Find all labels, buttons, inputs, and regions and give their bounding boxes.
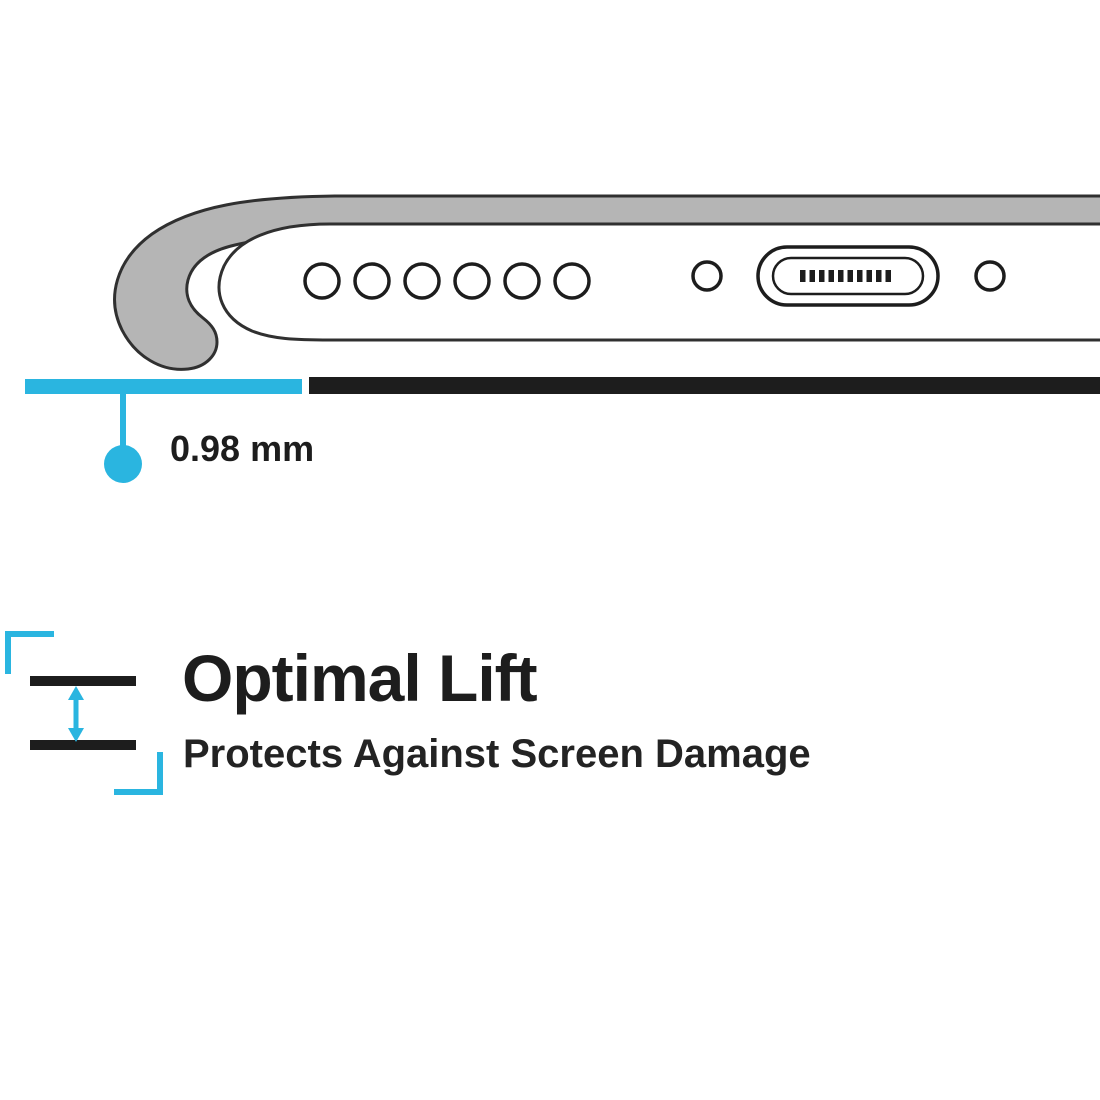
bracket-bottom-right-icon xyxy=(114,752,163,795)
lift-top-line xyxy=(30,676,136,686)
surface-bar-black xyxy=(309,377,1100,394)
feature-title: Optimal Lift xyxy=(182,641,538,715)
measurement-marker-dot xyxy=(104,445,142,483)
lift-gap-bar-cyan xyxy=(25,379,302,394)
feature-subtitle: Protects Against Screen Damage xyxy=(183,732,811,776)
speaker-hole xyxy=(503,262,541,300)
speaker-holes xyxy=(303,262,591,300)
speaker-hole xyxy=(403,262,441,300)
side-hole xyxy=(974,260,1006,292)
lift-bottom-line xyxy=(30,740,136,750)
port-pins xyxy=(800,270,891,282)
phone-bottom-illustration xyxy=(25,194,1100,483)
measurement-marker-line xyxy=(120,393,126,449)
charging-port xyxy=(756,245,940,307)
speaker-hole xyxy=(353,262,391,300)
double-arrow-icon xyxy=(68,686,84,742)
speaker-hole xyxy=(453,262,491,300)
speaker-hole xyxy=(303,262,341,300)
bracket-top-left-icon xyxy=(5,631,54,674)
lift-gap-icon xyxy=(5,631,163,795)
measurement-label: 0.98 mm xyxy=(170,428,315,469)
mic-hole xyxy=(691,260,723,292)
phone-body xyxy=(217,222,1100,342)
speaker-hole xyxy=(553,262,591,300)
